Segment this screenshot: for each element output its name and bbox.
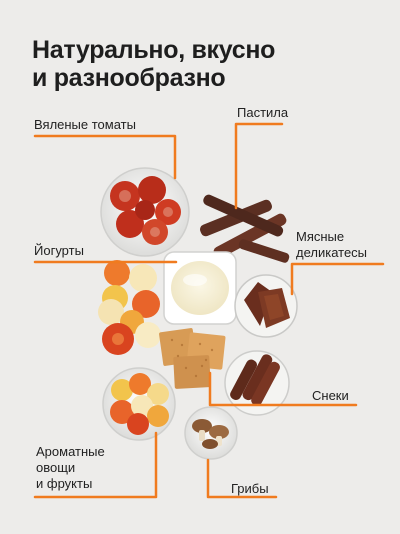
sun-dried-tomatoes-bowl [100,167,190,257]
title-line-2: и разнообразно [32,64,226,92]
crackers [159,328,226,389]
pastila-rolls [200,194,290,263]
label-snacks: Снеки [312,388,349,403]
label-yogurts: Йогурты [34,243,84,258]
label-meat-line-1: Мясные [296,229,345,244]
mushrooms-bowl [184,406,238,460]
callout-lines [33,122,385,499]
label-mushrooms: Грибы [231,481,269,496]
callout-mushrooms [206,458,278,499]
yogurt-bowl [163,251,237,325]
callout-tomatoes [33,134,177,180]
callout-meat [290,262,385,296]
label-veg-line-1: Ароматные [36,444,105,459]
label-sun-dried-tomatoes: Вяленые томаты [34,117,136,132]
label-meat-line-2: деликатесы [296,245,368,260]
label-vegetables-fruits: Ароматные овощи и фрукты [36,444,105,492]
label-veg-line-3: и фрукты [36,476,93,491]
vegetables-bowl [102,367,176,441]
callout-vegetables [33,431,158,499]
title-line-1: Натурально, вкусно [32,36,276,64]
label-pastila: Пастила [237,105,289,120]
label-meat-delicacies: Мясные деликатесы [296,229,367,261]
page-title: Натурально, вкусно и разнообразно [32,36,275,92]
callout-snacks [208,371,358,407]
meat-plate [234,274,298,338]
callout-pastila [234,122,284,210]
fruit-chips [98,260,161,355]
label-veg-line-2: овощи [36,460,76,475]
snacks-plate [224,350,290,416]
